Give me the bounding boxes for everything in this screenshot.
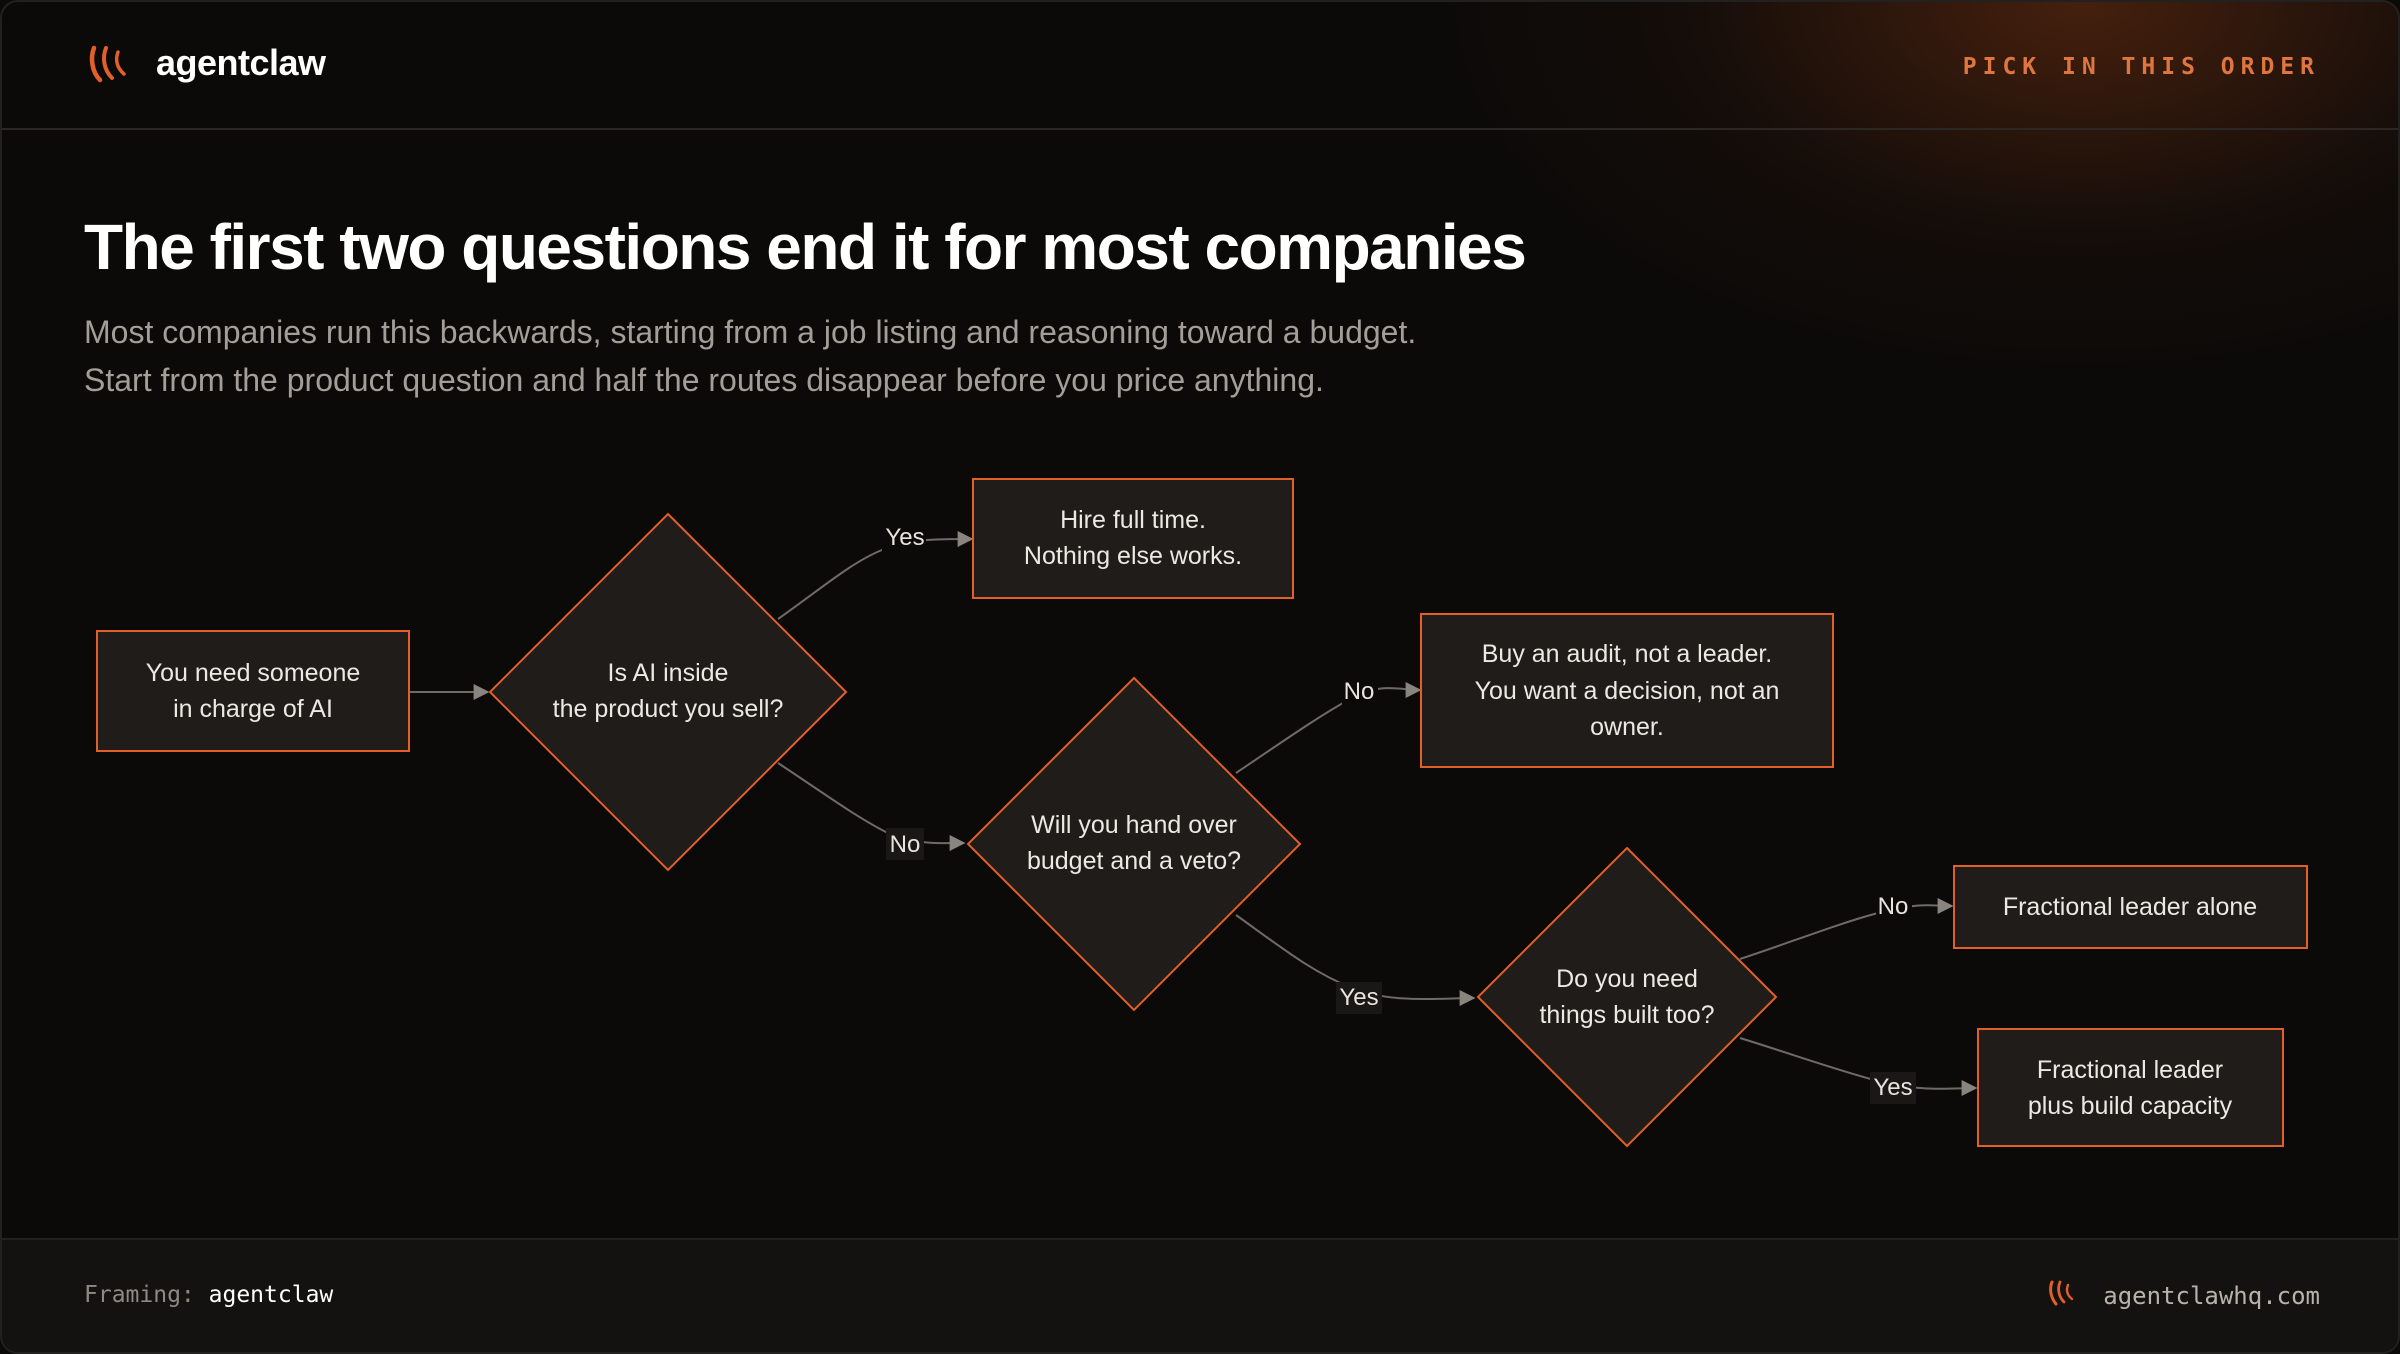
q3-line-2: things built too? — [1539, 1001, 1714, 1029]
outcome-fulltime-line-1: Hire full time. — [1060, 506, 1206, 534]
outcome-fractional-node — [1953, 865, 2308, 949]
start-node — [96, 630, 410, 752]
edge-label-q2-no: No — [1344, 678, 1375, 705]
edge-label-q3-yes: Yes — [1873, 1074, 1912, 1101]
brand-name: agentclaw — [156, 42, 326, 83]
q3-decision — [1476, 846, 1778, 1148]
outcome-fractional-build-node — [1977, 1028, 2284, 1147]
top-bar: agentclaw PICK IN THIS ORDER — [2, 2, 2398, 130]
start-node-line-1: You need someone — [146, 659, 361, 687]
framing-value: agentclaw — [208, 1282, 334, 1308]
subtitle-line-2: Start from the product question and half… — [84, 362, 1324, 398]
edge-label-q2-yes: Yes — [1339, 984, 1378, 1011]
outcome-fulltime-node — [972, 478, 1294, 599]
subtitle-line-1: Most companies run this backwards, start… — [84, 314, 1417, 350]
q2-line-1: Will you hand over — [1031, 811, 1237, 839]
footer-url-link[interactable]: agentclawhq.com — [2103, 1282, 2320, 1310]
q2-decision — [966, 676, 1302, 1012]
edge-q3-no — [1739, 897, 1954, 960]
q3-line-1: Do you need — [1556, 965, 1698, 993]
footer-bar: Framing: agentclaw agentclawhq.com — [2, 1238, 2398, 1352]
framing-credit: Framing: agentclaw — [84, 1282, 333, 1308]
q1-line-1: Is AI inside — [608, 659, 729, 687]
claw-logo-small-icon — [2049, 1280, 2074, 1306]
q1-line-2: the product you sell? — [553, 695, 784, 723]
outcome-fractional-build-line-1: Fractional leader — [2037, 1056, 2223, 1084]
edge-q2-no — [1235, 681, 1422, 774]
edge-label-q1-no: No — [890, 831, 921, 858]
edge-label-q3-no: No — [1878, 893, 1909, 920]
outcome-fulltime-line-2: Nothing else works. — [1024, 542, 1242, 570]
outcome-audit-line-2: You want a decision, not an — [1475, 677, 1780, 705]
outcome-audit-node — [1420, 613, 1834, 768]
q1-decision — [488, 512, 848, 872]
edge-q1-no — [777, 762, 966, 852]
eyebrow-label: PICK IN THIS ORDER — [1962, 54, 2320, 80]
outcome-fractional-line-1: Fractional leader alone — [2003, 893, 2257, 921]
edge-q3-yes — [1739, 1037, 1978, 1097]
outcome-fractional-build-line-2: plus build capacity — [2028, 1092, 2233, 1120]
page-title: The first two questions end it for most … — [84, 211, 1527, 283]
q2-line-2: budget and a veto? — [1027, 847, 1241, 875]
outcome-audit-line-1: Buy an audit, not a leader. — [1482, 640, 1773, 668]
start-node-line-2: in charge of AI — [173, 695, 333, 723]
claw-logo-icon — [89, 45, 126, 83]
framing-label: Framing: — [84, 1282, 195, 1308]
edge-q1-yes — [777, 530, 974, 620]
outcome-audit-line-3: owner. — [1590, 713, 1664, 741]
edge-label-q1-yes: Yes — [885, 524, 924, 551]
